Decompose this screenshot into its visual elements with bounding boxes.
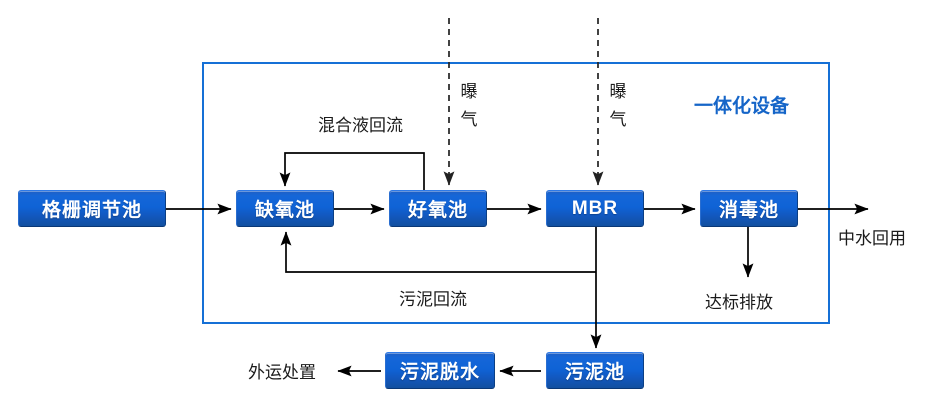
node-sludge-dewatering[interactable]: 污泥脱水 [385, 352, 495, 389]
compliant-discharge-label: 达标排放 [705, 293, 773, 312]
reclaimed-water-label: 中水回用 [838, 229, 906, 248]
offsite-disposal-label: 外运处置 [248, 363, 316, 382]
integrated-equipment-enclosure [202, 62, 830, 324]
mixed-liquor-return-label: 混合液回流 [318, 116, 403, 135]
sludge-return-label: 污泥回流 [399, 290, 467, 309]
node-sludge-tank[interactable]: 污泥池 [546, 352, 644, 389]
aeration-char-1: 曝 [460, 82, 478, 101]
node-anoxic-tank[interactable]: 缺氧池 [236, 190, 334, 227]
aeration-label-aerobic: 曝 气 [458, 78, 480, 134]
node-mbr-tank[interactable]: MBR [546, 190, 644, 227]
aeration-char-2: 气 [460, 110, 478, 129]
node-aerobic-tank[interactable]: 好氧池 [389, 190, 487, 227]
aeration-label-mbr: 曝 气 [607, 78, 629, 134]
aeration-char-2: 气 [609, 110, 627, 129]
enclosure-title-label: 一体化设备 [694, 96, 790, 117]
aeration-char-1: 曝 [609, 82, 627, 101]
node-grid-regulation-tank[interactable]: 格栅调节池 [18, 190, 166, 227]
node-disinfection-tank[interactable]: 消毒池 [700, 190, 798, 227]
